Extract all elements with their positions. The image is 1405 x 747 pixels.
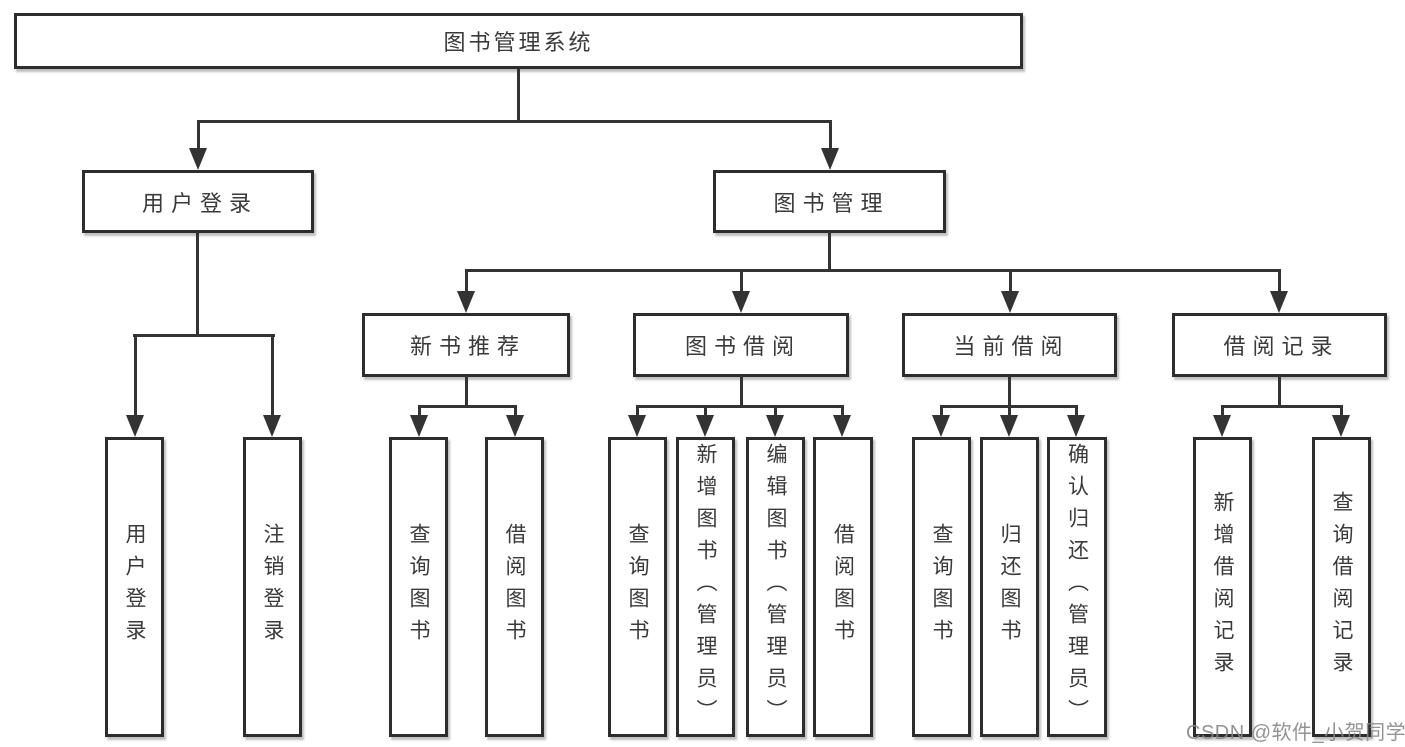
arrow-down-icon bbox=[932, 405, 950, 437]
node-leaf-cb-query-books-label: 查询图书 bbox=[930, 523, 953, 651]
node-borrowing-records-label: 借阅记录 bbox=[1223, 334, 1340, 359]
node-leaf-user-login-label: 用户登录 bbox=[123, 523, 146, 651]
node-user-login: 用户登录 bbox=[82, 170, 314, 233]
csdn-watermark: CSDN @软件_小贺同学 bbox=[1186, 722, 1405, 744]
node-leaf-nbr-borrow-books-label: 借阅图书 bbox=[503, 523, 526, 651]
node-leaf-nbr-query-books-label: 查询图书 bbox=[407, 523, 430, 651]
node-leaf-nbr-borrow-books: 借阅图书 bbox=[485, 437, 544, 737]
node-book-borrowing-label: 图书借阅 bbox=[684, 334, 801, 359]
node-leaf-bb-add-books-admin: 新增图书（管理员） bbox=[676, 437, 735, 737]
node-leaf-br-query-record: 查询借阅记录 bbox=[1312, 437, 1371, 737]
node-leaf-logout-label: 注销登录 bbox=[261, 523, 284, 651]
connector-nbr-hline bbox=[418, 405, 516, 408]
arrow-down-icon bbox=[1332, 405, 1350, 437]
arrow-down-icon bbox=[263, 334, 281, 437]
node-current-borrowing-label: 当前借阅 bbox=[953, 334, 1070, 359]
connector-userlogin-vline bbox=[196, 233, 199, 334]
node-new-book-recommend: 新书推荐 bbox=[362, 313, 570, 377]
node-leaf-bb-borrow-books-label: 借阅图书 bbox=[831, 523, 855, 651]
arrow-down-icon bbox=[833, 405, 851, 437]
node-leaf-user-login: 用户登录 bbox=[105, 437, 164, 737]
node-leaf-cb-return-books: 归还图书 bbox=[980, 437, 1039, 737]
node-leaf-cb-confirm-return-admin-label: 确认归还（管理员） bbox=[1065, 443, 1089, 731]
node-book-management-label: 图书管理 bbox=[773, 190, 890, 216]
connector-userlogin-hline bbox=[133, 334, 275, 337]
node-book-management: 图书管理 bbox=[713, 170, 946, 233]
node-leaf-cb-return-books-label: 归还图书 bbox=[998, 523, 1021, 651]
arrow-down-icon bbox=[506, 405, 524, 437]
connector-bookmgmt-vline bbox=[828, 232, 831, 269]
node-leaf-bb-edit-books-admin: 编辑图书（管理员） bbox=[746, 437, 805, 737]
node-leaf-cb-query-books: 查询图书 bbox=[912, 437, 971, 737]
node-leaf-br-add-record-label: 新增借阅记录 bbox=[1211, 491, 1234, 683]
node-leaf-bb-add-books-admin-label: 新增图书（管理员） bbox=[694, 443, 717, 731]
node-leaf-br-query-record-label: 查询借阅记录 bbox=[1330, 491, 1353, 683]
node-root: 图书管理系统 bbox=[14, 13, 1023, 69]
arrow-down-icon bbox=[1067, 405, 1085, 437]
node-new-book-recommend-label: 新书推荐 bbox=[409, 334, 526, 359]
arrow-down-icon bbox=[1000, 405, 1018, 437]
arrow-down-icon bbox=[189, 120, 207, 170]
node-leaf-bb-query-books: 查询图书 bbox=[608, 437, 667, 737]
node-leaf-logout: 注销登录 bbox=[243, 437, 302, 737]
node-book-borrowing: 图书借阅 bbox=[633, 313, 849, 377]
arrow-down-icon bbox=[1213, 405, 1231, 437]
arrow-down-icon bbox=[126, 334, 144, 437]
connector-br-hline bbox=[1222, 405, 1343, 408]
node-current-borrowing: 当前借阅 bbox=[902, 313, 1117, 377]
node-leaf-bb-edit-books-admin-label: 编辑图书（管理员） bbox=[764, 443, 787, 731]
node-leaf-cb-confirm-return-admin: 确认归还（管理员） bbox=[1047, 437, 1107, 737]
connector-cb-vline bbox=[1008, 376, 1011, 405]
connector-bb-hline bbox=[637, 405, 844, 408]
node-leaf-br-add-record: 新增借阅记录 bbox=[1193, 437, 1252, 737]
connector-root-hline bbox=[197, 120, 832, 123]
connector-bookmgmt-hline bbox=[465, 269, 1280, 272]
arrow-down-icon bbox=[410, 405, 428, 437]
connector-bb-vline bbox=[740, 376, 743, 405]
connector-br-vline bbox=[1278, 376, 1281, 405]
node-user-login-label: 用户登录 bbox=[141, 190, 258, 216]
arrow-down-icon bbox=[1270, 269, 1288, 313]
arrow-down-icon bbox=[628, 405, 646, 437]
arrow-down-icon bbox=[732, 269, 750, 313]
arrow-down-icon bbox=[457, 269, 475, 313]
connector-nbr-vline bbox=[465, 376, 468, 405]
arrow-down-icon bbox=[696, 405, 714, 437]
arrow-down-icon bbox=[1001, 269, 1019, 313]
node-leaf-nbr-query-books: 查询图书 bbox=[389, 437, 448, 737]
node-leaf-bb-borrow-books: 借阅图书 bbox=[813, 437, 873, 737]
node-borrowing-records: 借阅记录 bbox=[1172, 313, 1387, 377]
node-leaf-bb-query-books-label: 查询图书 bbox=[626, 523, 649, 651]
connector-root-vline bbox=[517, 69, 520, 120]
node-root-label: 图书管理系统 bbox=[443, 30, 594, 55]
arrow-down-icon bbox=[766, 405, 784, 437]
arrow-down-icon bbox=[821, 120, 839, 170]
